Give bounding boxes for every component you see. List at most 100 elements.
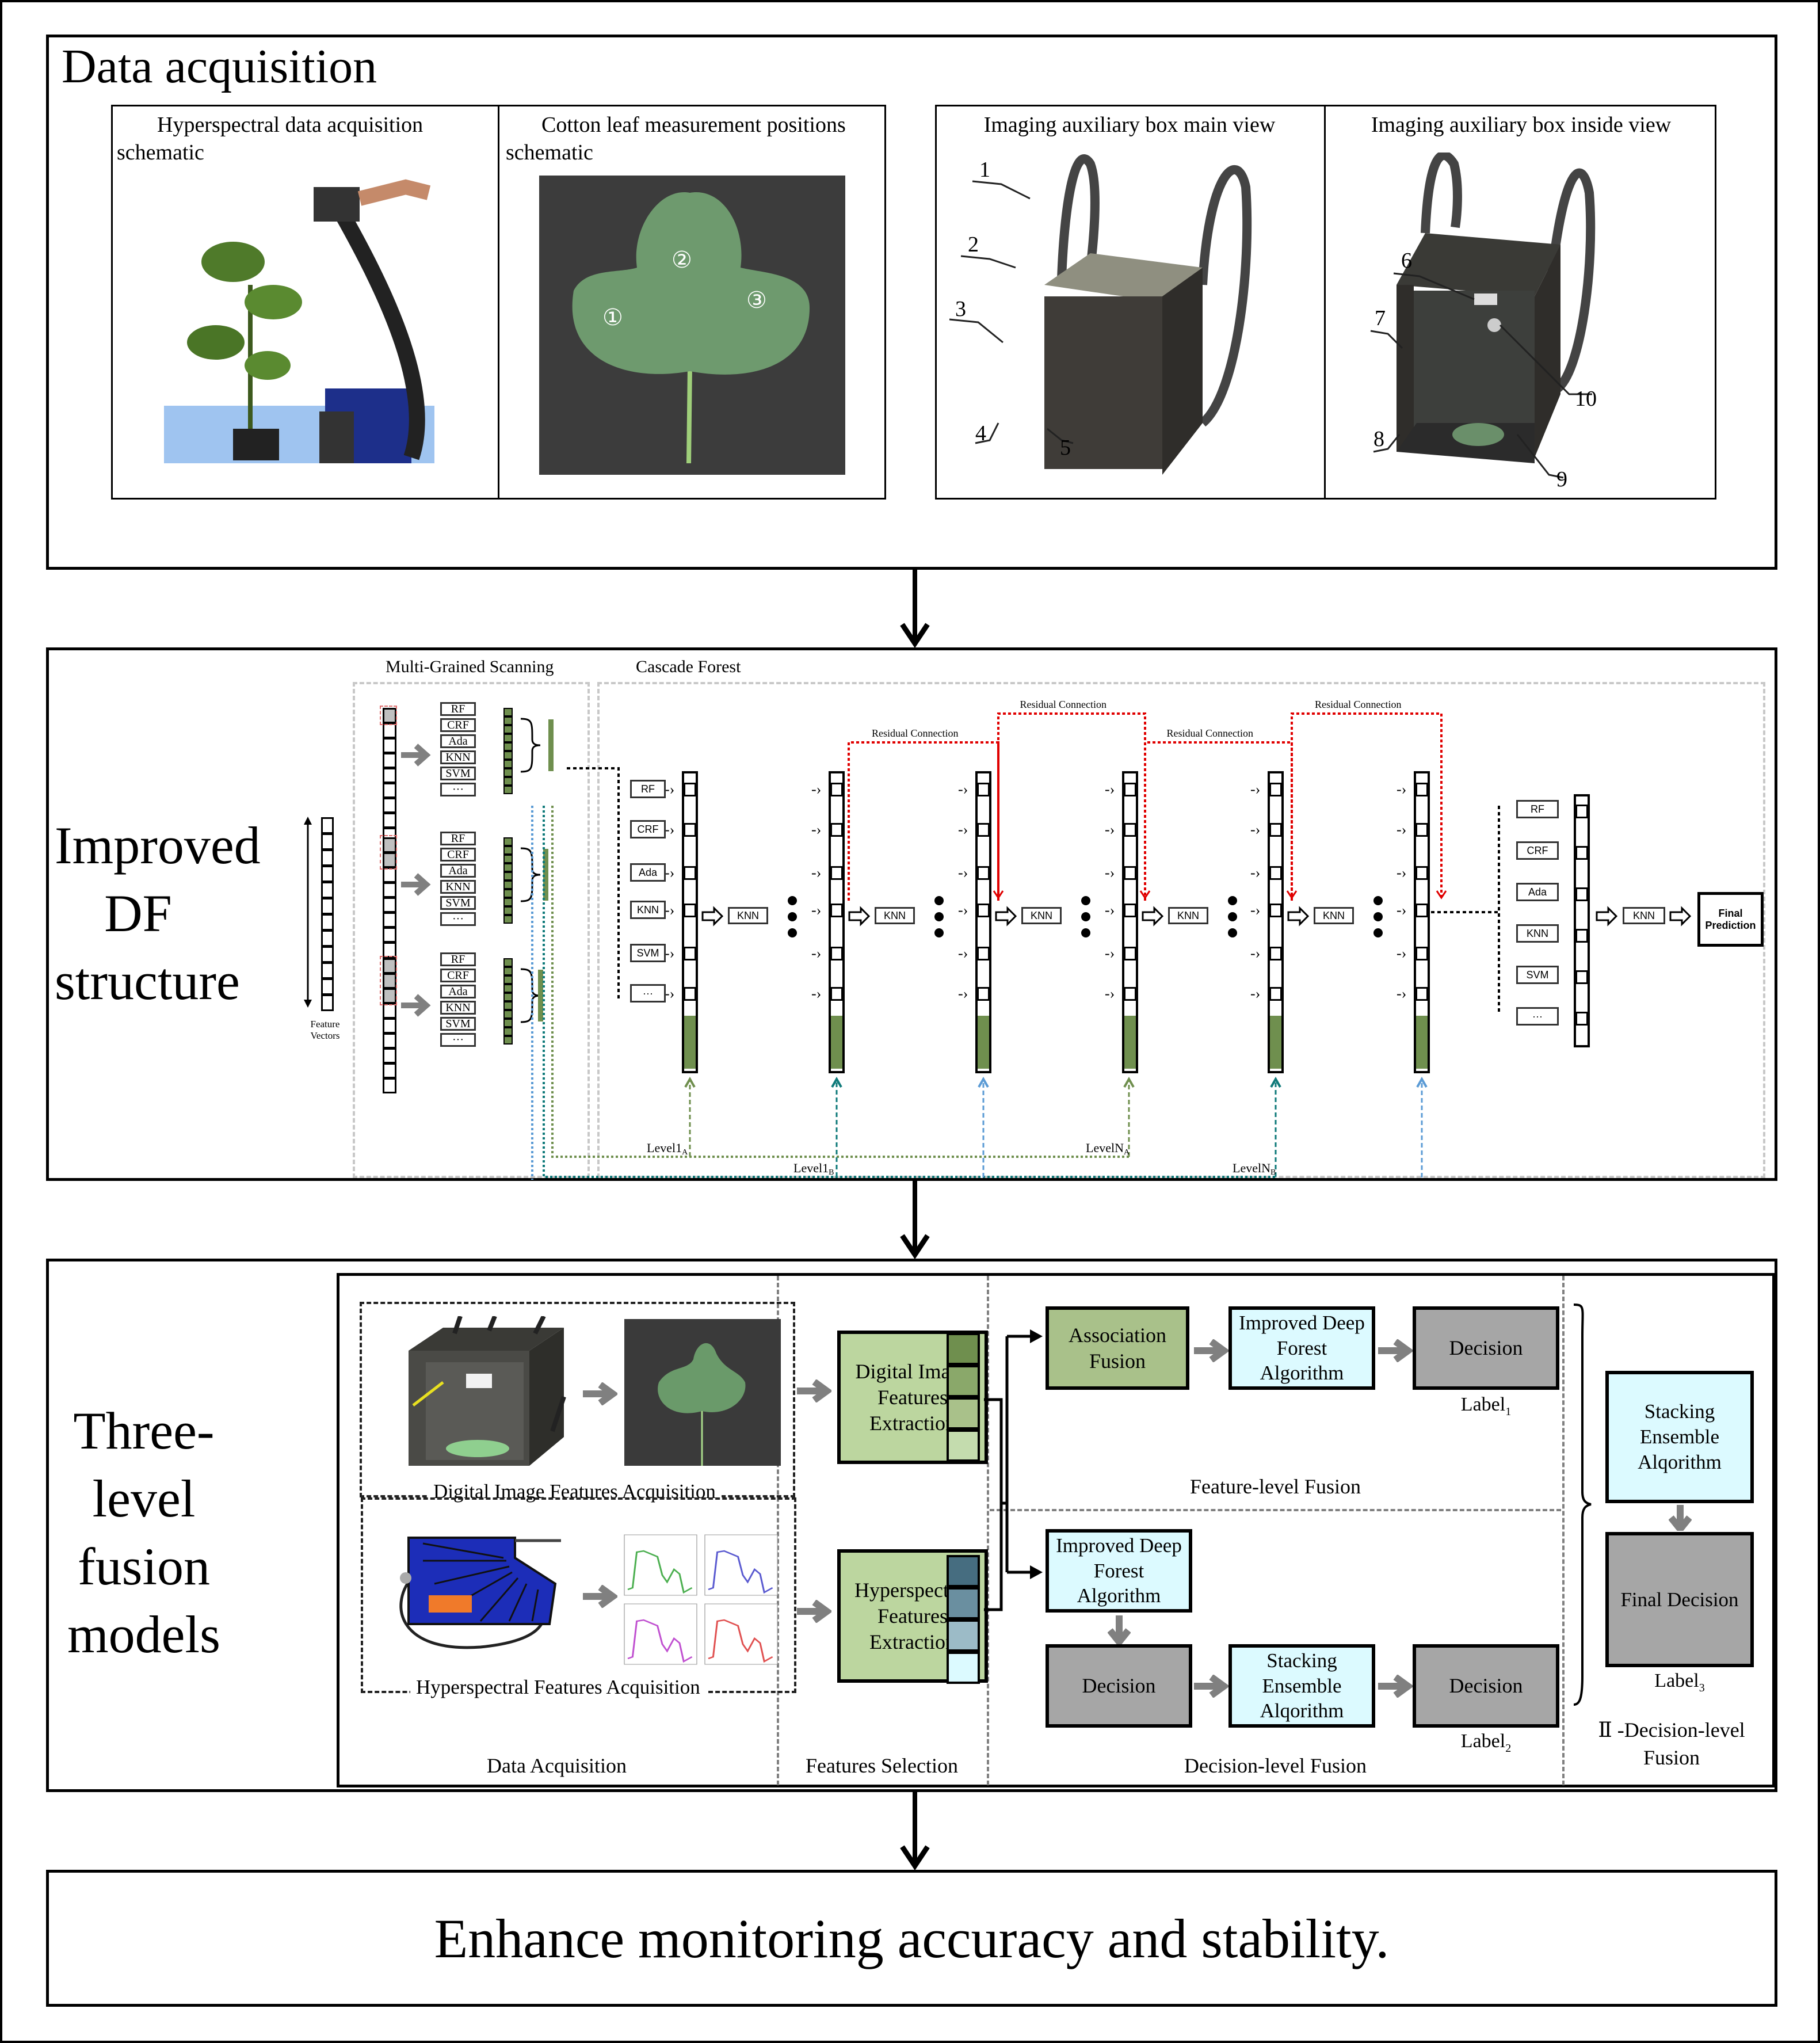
level-arrowhead [978, 1076, 989, 1088]
label-name: Label [1654, 1670, 1699, 1691]
gray-arrow-right [1194, 1675, 1228, 1698]
cascade-classifier-···: ··· [630, 984, 666, 1003]
merge-dot [934, 896, 944, 905]
class-vector-cell [503, 872, 513, 881]
dashed-arrow: -› [1250, 985, 1260, 1002]
hollow-arrow-icon [995, 906, 1017, 927]
output-slot [1124, 904, 1136, 917]
final-classifier-knn: KNN [1516, 924, 1559, 943]
meta-knn-box: KNN [1168, 907, 1208, 924]
title-line: DF [104, 884, 172, 943]
output-slot [684, 947, 696, 960]
level-connector-line [551, 806, 1129, 1158]
class-vector-cell [503, 734, 513, 742]
final-decision-box: Final Decision [1605, 1532, 1754, 1667]
class-vector-cell [503, 786, 513, 794]
output-slot [977, 904, 990, 917]
column-divider [777, 1276, 779, 1785]
dashed-arrow: -› [1105, 821, 1115, 838]
class-vector-cell [503, 846, 513, 855]
box-line: Algorithm [1260, 1362, 1344, 1385]
title-line: level [92, 1469, 196, 1528]
dashed-arrow: -› [1250, 781, 1260, 798]
dashed-arrow: -› [811, 781, 821, 798]
cascade-classifier-rf: RF [630, 780, 666, 798]
class-vector-cell [503, 708, 513, 716]
level-arrowhead [831, 1076, 842, 1088]
output-slot [830, 904, 843, 917]
residual-connection-line [1291, 712, 1443, 901]
box-line: Association [1069, 1323, 1166, 1347]
mgs-classifier: KNN [440, 1001, 476, 1015]
dashed-arrow: -› [1250, 902, 1260, 918]
level-arrowhead [1123, 1076, 1135, 1088]
hollow-arrow-icon [1669, 906, 1692, 927]
merge-dot [788, 896, 797, 905]
feature-cell [321, 946, 334, 963]
dashed-arrow: -› [811, 864, 821, 881]
level-label: LevelNA [1086, 1141, 1130, 1157]
class-vector-cell [503, 777, 513, 786]
box-line: Features [877, 1604, 948, 1627]
level-label: Level1B [793, 1161, 834, 1177]
output-slot [830, 866, 843, 880]
sliding-window [380, 835, 397, 870]
feature-swatch [947, 1587, 980, 1619]
meta-knn-box: KNN [1021, 907, 1062, 924]
feature-cell [321, 849, 334, 866]
meta-knn-box: KNN [875, 907, 915, 924]
window-cell [383, 1018, 396, 1034]
merge-dot [1373, 928, 1383, 937]
dashed-arrow: -› [811, 902, 821, 918]
class-vector-cell [503, 881, 513, 889]
meta-knn-box: KNN [728, 907, 768, 924]
output-slot [1269, 783, 1282, 796]
final-classifier-rf: RF [1516, 800, 1559, 818]
output-slot [684, 783, 696, 796]
mgs-classifier: SVM [440, 1017, 476, 1031]
output-slot [1415, 947, 1428, 960]
merge-dot [1228, 896, 1237, 905]
dashed-arrow: -› [1397, 985, 1406, 1002]
window-cell [383, 867, 396, 883]
feature-cell [321, 978, 334, 995]
output-slot [830, 987, 843, 1001]
level-arrowhead [684, 1076, 696, 1088]
dashed-arrow: -› [958, 945, 968, 962]
dashed-arrow: -› [665, 821, 674, 838]
output-slot [1575, 1012, 1588, 1026]
box-line: Improved Deep [1239, 1311, 1365, 1334]
class-vector-cell [503, 742, 513, 751]
spectrometer-photo [388, 1515, 561, 1653]
mgs-classifier: CRF [440, 718, 476, 732]
three-level-fusion-panel: Three- level fusion models Digital Image… [46, 1259, 1777, 1792]
spectral-plot [704, 1534, 778, 1596]
feature-swatch [947, 1333, 980, 1365]
final-knn-box: KNN [1623, 907, 1665, 924]
output-slot [977, 823, 990, 837]
mgs-region [353, 682, 590, 1178]
level-label: LevelNB [1233, 1161, 1276, 1177]
label-1: Label1 [1413, 1394, 1559, 1419]
gray-arrow-right [401, 744, 431, 767]
output-slot [1415, 783, 1428, 796]
callout-7: 7 [1375, 306, 1386, 330]
label-2: Label2 [1413, 1731, 1559, 1755]
mgs-classifier: RF [440, 832, 476, 845]
class-vector-cell [503, 906, 513, 915]
dashed-arrow: -› [665, 864, 674, 881]
callout-3: 3 [955, 297, 966, 321]
label-sub: 2 [1505, 1741, 1512, 1755]
dashed-arrow: -› [1397, 864, 1406, 881]
window-cell [383, 973, 396, 989]
hollow-arrow-icon [848, 906, 871, 927]
mgs-classifier: ··· [440, 912, 476, 926]
output-slot [684, 823, 696, 837]
flow-arrow-down [900, 1792, 930, 1870]
output-slot [977, 947, 990, 960]
mgs-classifier: CRF [440, 969, 476, 982]
level-arrowhead [1416, 1076, 1428, 1088]
